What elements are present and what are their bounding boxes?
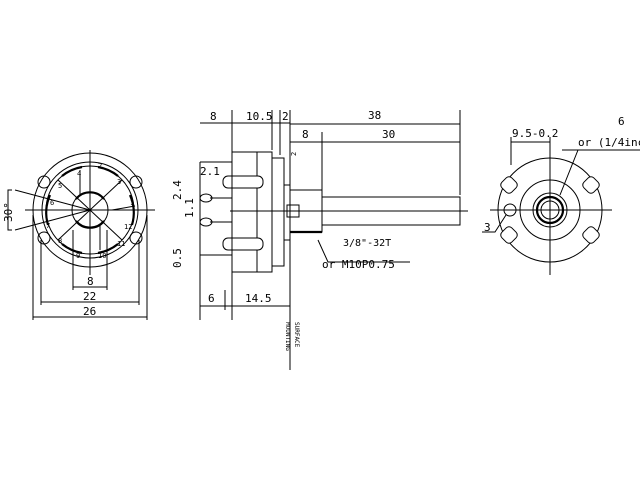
front-view: 2 3 4 5 6 7 8 9 10 11 12 1 30° 8 22 26: [2, 150, 155, 320]
dim-hub: 8: [87, 275, 94, 288]
rear-dim-lines: [482, 137, 640, 233]
terminals: [199, 110, 461, 370]
terminal-number: 12: [124, 223, 132, 231]
front-dim-lines: [32, 215, 148, 320]
rear-dim-pin: 3: [484, 221, 491, 234]
terminal-number: 3: [117, 178, 121, 186]
rear-dim-shaft-alt: or (1/4inch: [578, 136, 640, 149]
mounting-label: MOUNTING: [284, 322, 291, 351]
dim-bottom-rear: 6: [208, 292, 215, 305]
rear-dim-shaft: 6: [618, 115, 625, 128]
dim-rear: 8: [210, 110, 217, 123]
terminal-number: 9: [76, 252, 80, 260]
terminal-number: 10: [98, 252, 106, 260]
dim-flange: 2: [282, 110, 289, 123]
terminal-number: 11: [117, 240, 125, 248]
terminal-number: 1: [130, 199, 134, 207]
rear-view: 9.5-0.2 6 or (1/4inch 3: [482, 115, 640, 275]
thread-label: 3/8"-32T: [343, 238, 391, 249]
surface-label: SURFACE: [293, 322, 300, 348]
dim-terminal-a: 2.1: [200, 165, 220, 178]
terminal-number: 7: [46, 222, 50, 230]
dim-shaft: 30: [382, 128, 395, 141]
dim-bottom-body: 14.5: [245, 292, 272, 305]
terminal-number: 4: [77, 170, 81, 178]
side-dim-lines: [200, 122, 460, 310]
rear-lugs: [500, 176, 600, 244]
dim-terminal-c: 1.1: [183, 198, 196, 218]
terminal-number: 5: [58, 182, 62, 190]
terminal-number: 8: [58, 237, 62, 245]
dim-terminal-b: 2.4: [171, 180, 184, 200]
terminal-number: 2: [98, 162, 102, 170]
dim-body: 10.5: [246, 110, 273, 123]
dim-outer: 26: [83, 305, 96, 318]
dim-inner: 22: [83, 290, 96, 303]
thread-alt-label: or M10P0.75: [322, 258, 395, 271]
flange-plate: [271, 157, 285, 267]
leader-lines: [7, 170, 136, 250]
side-view: 8 10.5 2 38 8 30 2 2.1 2.4 1.1 0.5 6 14.…: [171, 109, 468, 370]
dim-terminal-d: 0.5: [171, 248, 184, 268]
dim-small: 2: [290, 152, 298, 156]
terminal-number: 6: [50, 199, 54, 207]
angle-label: 30°: [2, 202, 15, 222]
rear-dim-bushing: 9.5-0.2: [512, 127, 558, 140]
dim-bushing: 8: [302, 128, 309, 141]
switch-body: [231, 151, 273, 273]
dim-total-shaft: 38: [368, 109, 381, 122]
terminal-numbers: 2 3 4 5 6 7 8 9 10 11 12 1: [46, 162, 134, 260]
lugs: [37, 175, 143, 245]
